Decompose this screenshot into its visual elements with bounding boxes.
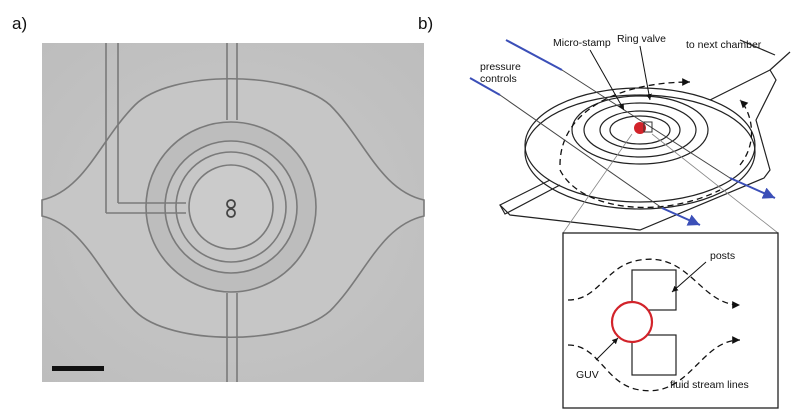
pressure-control-lines [469,39,776,226]
flow-paths [559,78,753,208]
zoom-lines [562,133,779,234]
micro-stamp-label: Micro-stamp [553,37,611,49]
next-chamber-label: to next chamber [686,39,762,51]
panel-b-label: b) [418,14,434,33]
center-guv [634,121,653,134]
inset-content [567,258,741,392]
scale-bar [52,366,104,371]
stream-lines [567,258,741,392]
guv-circle [610,300,654,344]
guv-label: GUV [576,369,599,381]
pressure-label-line1: pressure [480,61,521,73]
micro-stamp-mark [226,199,236,218]
pressure-label-line2: controls [480,73,517,85]
panel-a-label: a) [12,14,28,33]
stream-lines-label: fluid stream lines [670,379,749,391]
inset-box [562,232,779,409]
posts-label: posts [710,250,735,262]
chip-schematic [498,39,791,231]
ring-valve-label: Ring valve [617,33,666,45]
